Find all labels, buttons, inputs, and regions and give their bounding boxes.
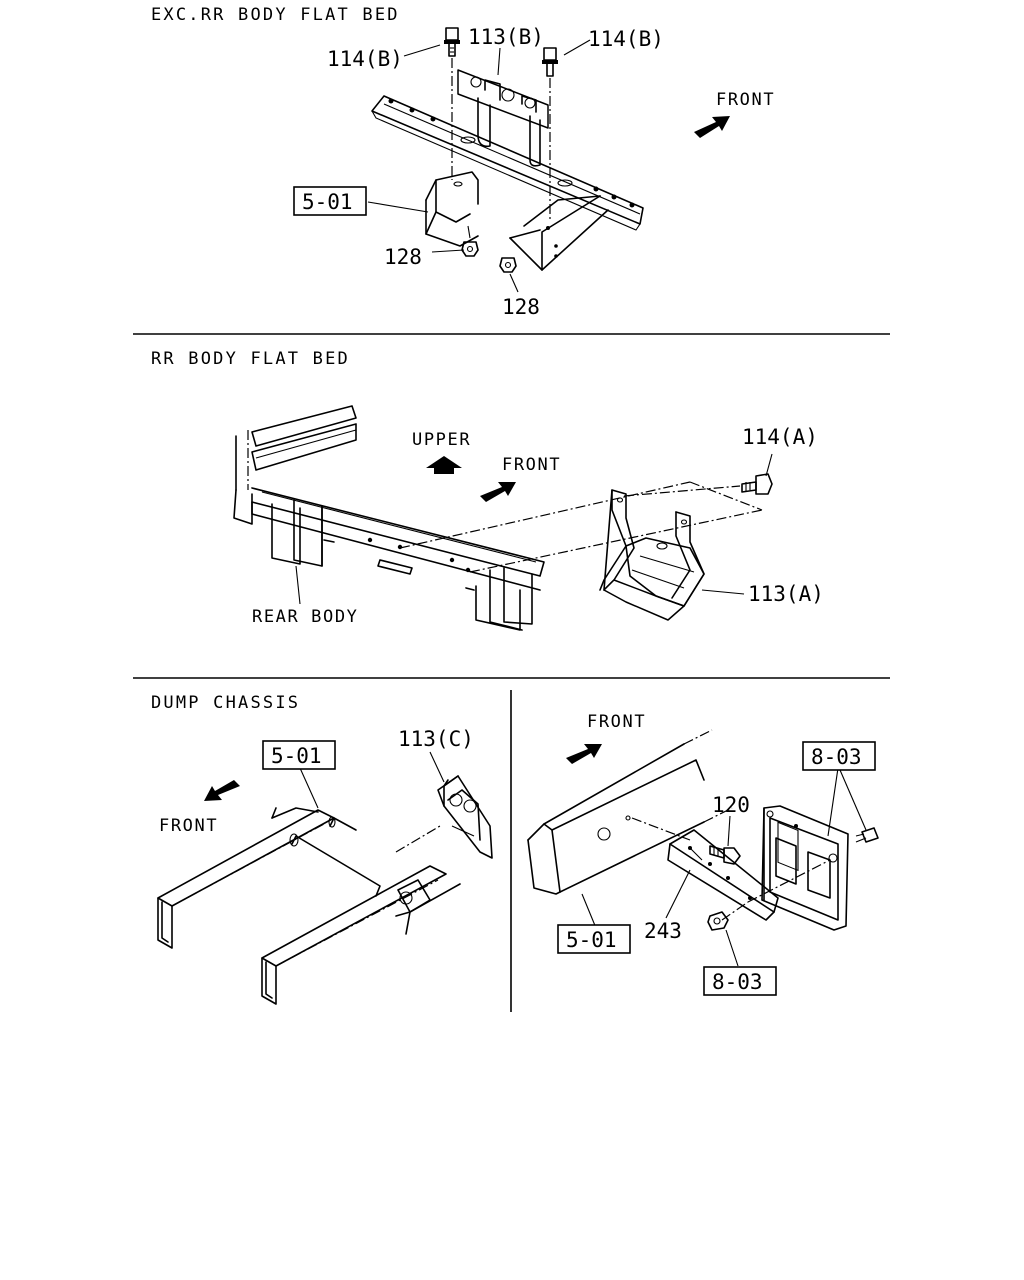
- label-front: FRONT: [502, 455, 561, 475]
- bracket-113c: [437, 775, 493, 859]
- section-rr-body-flat-bed: RR BODY FLAT BED: [151, 349, 824, 631]
- bolt-icon: [709, 845, 741, 865]
- ref-box-8-03-bottom: [703, 966, 777, 996]
- cross-rail: [371, 95, 644, 231]
- ref-box-8-03-bottom-label: 8-03: [712, 970, 763, 994]
- frame-member-right: [509, 195, 609, 271]
- bracket-113b: [457, 69, 549, 167]
- section-title: EXC.RR BODY FLAT BED: [151, 5, 400, 25]
- nut-icon: [707, 911, 729, 931]
- bolt-icon: [741, 473, 773, 495]
- label-120: 120: [712, 793, 750, 817]
- section-title: DUMP CHASSIS: [151, 693, 300, 713]
- section-plate-bracket: FRONT: [527, 712, 879, 996]
- frame-member-left: [425, 171, 479, 247]
- label-113b: 113(B): [468, 25, 544, 49]
- bolt-icon: [542, 47, 558, 77]
- label-114b-right: 114(B): [588, 27, 664, 51]
- label-114a: 114(A): [742, 425, 818, 449]
- ref-box-5-01-label: 5-01: [271, 744, 322, 768]
- section-dump-chassis: DUMP CHASSIS: [151, 693, 493, 1005]
- nut-icon: [499, 257, 517, 273]
- label-128-left: 128: [384, 245, 422, 269]
- arrow-icon: [426, 456, 462, 474]
- arrow-icon: [204, 780, 240, 801]
- label-front: FRONT: [159, 816, 218, 836]
- bolt-icon: [444, 27, 460, 57]
- label-front: FRONT: [716, 90, 775, 110]
- ref-box-5-01: [557, 924, 631, 954]
- label-upper: UPPER: [412, 430, 471, 450]
- rear-body: [233, 405, 545, 631]
- ref-box-5-01: [262, 740, 336, 770]
- label-rear-body: REAR BODY: [252, 607, 359, 627]
- label-128-bottom: 128: [502, 295, 540, 319]
- ref-box-5-01-label: 5-01: [566, 928, 617, 952]
- ref-box-5-01-label: 5-01: [302, 190, 353, 214]
- label-113a: 113(A): [748, 582, 824, 606]
- bracket-243: [667, 829, 779, 921]
- ref-box-8-03-top: [802, 741, 876, 771]
- arrow-icon: [480, 482, 516, 502]
- label-front: FRONT: [587, 712, 646, 732]
- label-243: 243: [644, 919, 682, 943]
- label-114b-left: 114(B): [327, 47, 403, 71]
- bolt-icon: [855, 827, 879, 843]
- label-113c: 113(C): [398, 727, 474, 751]
- section-title: RR BODY FLAT BED: [151, 349, 350, 369]
- dump-frame: [157, 807, 461, 1005]
- ref-box-8-03-top-label: 8-03: [811, 745, 862, 769]
- arrow-icon: [566, 744, 602, 764]
- frame-end: [527, 729, 733, 895]
- plate-8-03: [761, 805, 849, 931]
- bracket-113a: [599, 489, 705, 621]
- arrow-icon: [694, 116, 730, 138]
- ref-box-5-01: [293, 186, 367, 216]
- section-exc-rr-body-flat-bed: EXC.RR BODY FLAT BED: [151, 5, 775, 319]
